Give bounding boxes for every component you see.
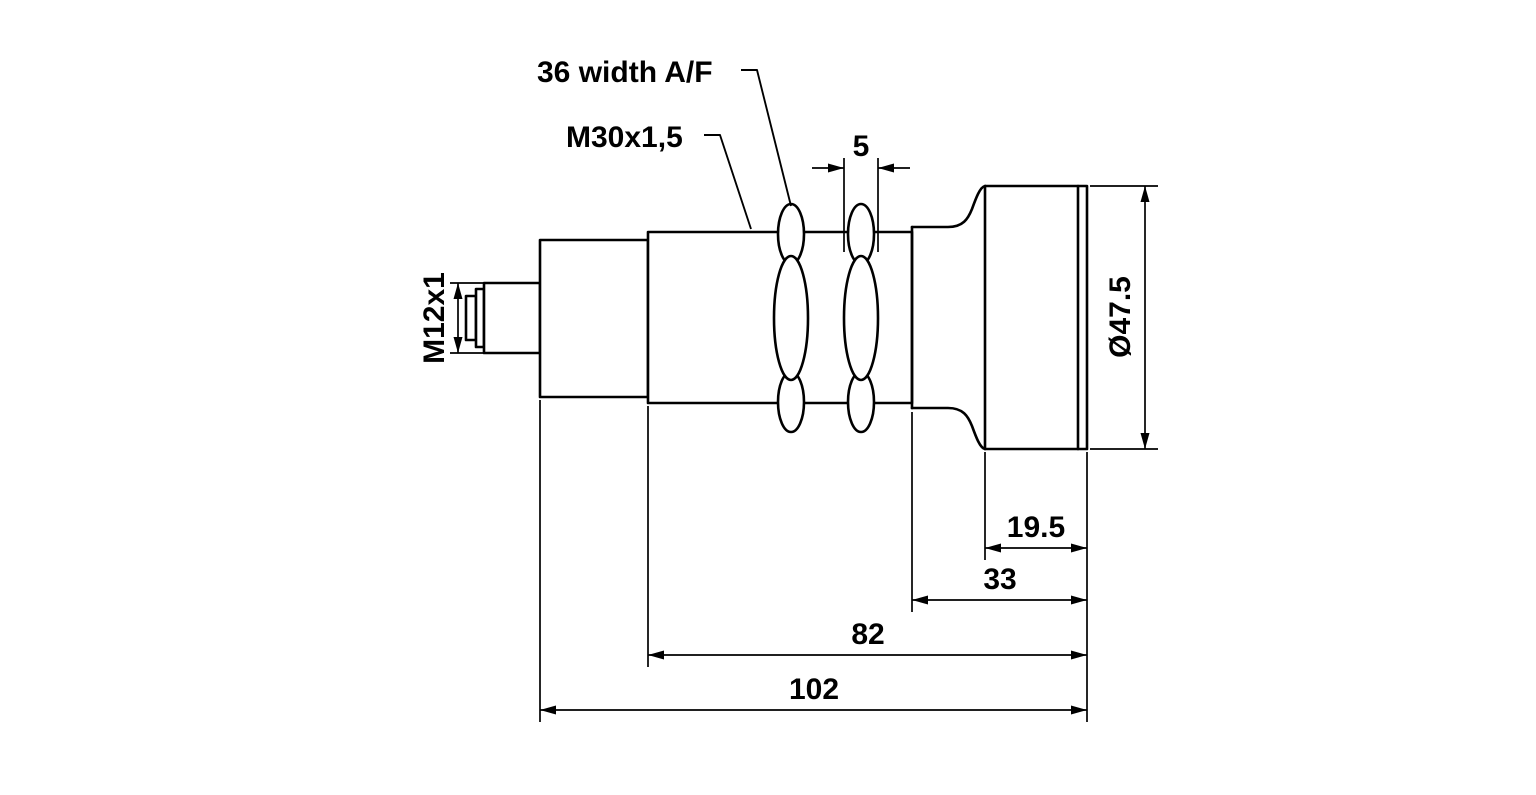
dimension-head-diameter: Ø47.5 [1090, 185, 1158, 450]
hex-width-text: 36 width A/F [537, 56, 713, 89]
arrowhead-right [828, 163, 844, 173]
connector-m12 [464, 281, 542, 355]
dimension-overall-length: 102 [540, 673, 1087, 715]
arrowhead-up [1140, 186, 1150, 202]
arrowhead-right [1071, 705, 1087, 715]
head-section-length-text: 33 [983, 563, 1016, 596]
nut-width-text: 5 [853, 130, 870, 163]
arrowhead-down [1140, 433, 1150, 449]
arrowhead-right [1071, 650, 1087, 660]
dimension-barrel-length: 82 [648, 618, 1087, 660]
arrowhead-left [912, 595, 928, 605]
barrel-thread-text: M30x1,5 [566, 121, 683, 154]
nut2-middle-facet [842, 254, 880, 382]
head-housing [983, 184, 1089, 451]
connector-tip [464, 294, 478, 342]
arrowhead-up [453, 283, 463, 299]
lock-nut-1 [772, 202, 810, 434]
head-diameter-text: Ø47.5 [1104, 276, 1137, 358]
arrowhead-left [540, 705, 556, 715]
connector-body [482, 281, 542, 355]
connector-thread-text: M12x1 [418, 272, 451, 364]
barrel-thread-leader-line [704, 134, 752, 230]
label-barrel-thread: M30x1,5 [566, 121, 752, 230]
bottom-extension-lines [539, 400, 1088, 722]
arrowhead-left [648, 650, 664, 660]
lock-nut-2 [842, 202, 880, 434]
head-length-text: 19.5 [1007, 511, 1065, 544]
dimension-nut-width: 5 [812, 130, 910, 252]
head-transition-bottom [910, 406, 987, 451]
dimension-head-section-length: 33 [912, 563, 1087, 605]
nut1-middle-facet [772, 254, 810, 382]
barrel-length-text: 82 [851, 618, 884, 651]
rear-housing [538, 238, 650, 399]
sensor-head [910, 184, 1089, 451]
arrowhead-down [453, 337, 463, 353]
arrowhead-right [1071, 595, 1087, 605]
arrowhead-left [985, 543, 1001, 553]
label-hex-width: 36 width A/F [537, 56, 792, 207]
hex-width-leader-line [741, 69, 792, 207]
dimension-head-length: 19.5 [985, 511, 1087, 553]
head-transition-top [910, 184, 987, 229]
dimension-connector-thread: M12x1 [418, 272, 484, 364]
arrowhead-left [878, 163, 894, 173]
arrowhead-right [1071, 543, 1087, 553]
overall-length-text: 102 [789, 673, 839, 706]
